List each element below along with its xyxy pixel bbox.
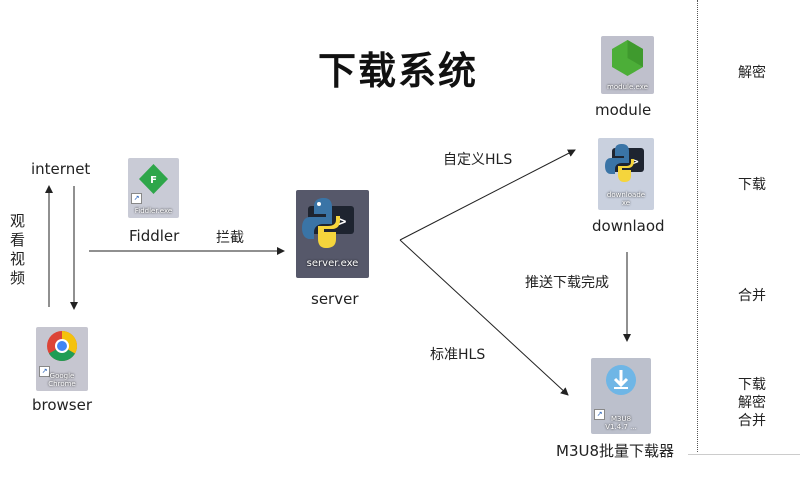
side-label-combo-decrypt: 解密 bbox=[738, 395, 766, 411]
fiddler-app-icon[interactable]: F ↗ Fiddler.exe bbox=[128, 158, 179, 218]
python-icon: > bbox=[605, 144, 644, 182]
shortcut-arrow-icon: ↗ bbox=[594, 409, 605, 420]
node-hexagon-icon bbox=[612, 40, 643, 76]
internet-label: internet bbox=[31, 160, 91, 178]
m3u8-app-icon[interactable]: ↗ M3U8 V1.4.7 ... bbox=[591, 358, 651, 434]
side-label-merge: 合并 bbox=[738, 288, 766, 304]
python-icon: > bbox=[302, 198, 354, 248]
custom-hls-label: 自定义HLS bbox=[443, 152, 513, 168]
side-label-download: 下载 bbox=[738, 177, 766, 193]
arrow-server-to-download bbox=[399, 149, 576, 241]
m3u8-icon-caption: M3U8 V1.4.7 ... bbox=[605, 415, 637, 431]
module-icon-caption: module.exe bbox=[607, 83, 648, 91]
chrome-icon-caption: Google Chrome bbox=[48, 372, 76, 388]
server-label: server bbox=[311, 290, 359, 308]
intercept-label: 拦截 bbox=[216, 230, 244, 246]
dotted-separator bbox=[697, 0, 698, 452]
side-label-decrypt: 解密 bbox=[738, 65, 766, 81]
m3u8-label: M3U8批量下载器 bbox=[556, 442, 675, 460]
module-app-icon[interactable]: module.exe bbox=[601, 36, 654, 94]
svg-text:F: F bbox=[150, 175, 157, 186]
chrome-icon bbox=[47, 331, 78, 362]
bottom-divider bbox=[688, 454, 800, 455]
download-arrow-icon bbox=[606, 365, 636, 395]
download-icon-caption: downloade xe bbox=[606, 191, 646, 207]
fiddler-logo-icon: F bbox=[139, 164, 168, 194]
side-label-combo: 下载 解密 合并 bbox=[738, 376, 766, 430]
shortcut-arrow-icon: ↗ bbox=[39, 366, 50, 377]
svg-text:>: > bbox=[632, 155, 639, 168]
side-label-combo-merge: 合并 bbox=[738, 413, 766, 429]
svg-text:>: > bbox=[338, 214, 346, 230]
server-app-icon[interactable]: > server.exe bbox=[296, 190, 369, 278]
fiddler-icon-caption: Fiddler.exe bbox=[134, 207, 173, 215]
watch-video-label: 观看视频 bbox=[10, 212, 26, 287]
server-icon-caption: server.exe bbox=[306, 258, 359, 269]
arrow-server-to-m3u8 bbox=[399, 239, 569, 396]
fiddler-label: Fiddler bbox=[129, 227, 180, 245]
push-done-label: 推送下载完成 bbox=[525, 275, 609, 291]
browser-label: browser bbox=[32, 396, 93, 414]
side-label-combo-download: 下载 bbox=[738, 377, 766, 393]
module-label: module bbox=[595, 101, 652, 119]
shortcut-arrow-icon: ↗ bbox=[131, 193, 142, 204]
download-app-icon[interactable]: > downloade xe bbox=[598, 138, 654, 210]
downlaod-label: downlaod bbox=[592, 217, 665, 235]
chrome-app-icon[interactable]: ↗ Google Chrome bbox=[36, 327, 88, 391]
standard-hls-label: 标准HLS bbox=[430, 347, 486, 363]
diagram-title: 下载系统 bbox=[318, 49, 479, 93]
